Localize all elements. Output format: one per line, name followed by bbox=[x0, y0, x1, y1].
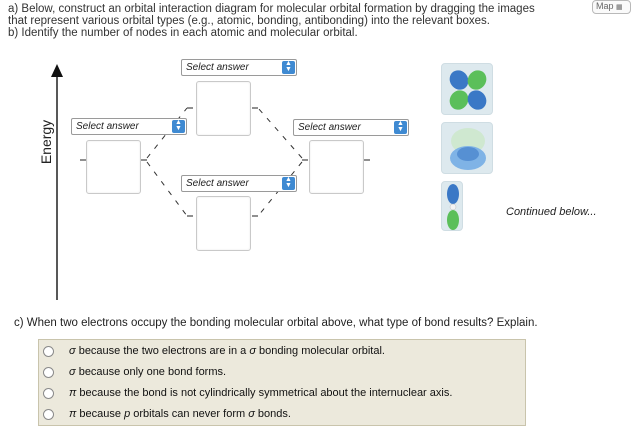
pi-symbol: π bbox=[69, 408, 77, 420]
select-top-center-text: Select answer bbox=[186, 62, 249, 73]
instruction-line-a2: that represent various orbital types (e.… bbox=[8, 15, 491, 27]
select-top-center[interactable]: Select answer ▲▼ bbox=[181, 59, 297, 76]
orbital-image-p-sigma-antibonding[interactable] bbox=[441, 181, 463, 231]
select-right-text: Select answer bbox=[298, 122, 361, 133]
p-symbol: p bbox=[124, 408, 131, 420]
map-button[interactable]: Map ▦ bbox=[592, 0, 631, 14]
p-orbital-lobes-icon bbox=[447, 184, 459, 230]
map-button-label: Map bbox=[596, 1, 614, 11]
orbital-image-sigma-bonding[interactable] bbox=[441, 122, 493, 174]
updown-arrows-icon: ▲▼ bbox=[282, 60, 295, 74]
select-left[interactable]: Select answer ▲▼ bbox=[71, 118, 187, 135]
instruction-line-a1: a) Below, construct an orbital interacti… bbox=[8, 3, 535, 15]
instructions: a) Below, construct an orbital interacti… bbox=[8, 3, 588, 39]
map-icon: ▦ bbox=[616, 4, 623, 11]
option-4-part: because bbox=[76, 408, 125, 420]
radio-option-2[interactable] bbox=[43, 367, 54, 378]
option-2-text[interactable]: σ because only one bond forms. bbox=[69, 364, 226, 380]
radio-option-1[interactable] bbox=[43, 346, 54, 357]
option-4-text[interactable]: π because p orbitals can never form σ bo… bbox=[69, 406, 291, 422]
option-4-part2: orbitals can never form bbox=[130, 408, 249, 420]
continued-below-text: Continued below... bbox=[506, 206, 597, 218]
sigma-symbol: σ bbox=[69, 345, 76, 357]
option-3-text[interactable]: π because the bond is not cylindrically … bbox=[69, 385, 452, 401]
energy-axis-arrow bbox=[51, 64, 63, 77]
updown-arrows-icon: ▲▼ bbox=[172, 119, 185, 133]
pi-antibonding-orbital-icon bbox=[449, 70, 487, 110]
radio-option-3[interactable] bbox=[43, 388, 54, 399]
updown-arrows-icon: ▲▼ bbox=[282, 176, 295, 190]
question-c-prompt: c) When two electrons occupy the bonding… bbox=[14, 317, 538, 329]
option-2-part: because only one bond forms. bbox=[75, 366, 227, 378]
diagram-lines bbox=[51, 64, 370, 300]
option-1-part2: bonding molecular orbital. bbox=[255, 345, 385, 357]
sigma-symbol: σ bbox=[69, 366, 76, 378]
pi-symbol: π bbox=[69, 387, 77, 399]
drop-box-left[interactable] bbox=[86, 140, 141, 194]
option-3-part: because the bond is not cylindrically sy… bbox=[76, 387, 453, 399]
energy-axis-label: Energy bbox=[38, 119, 55, 165]
option-4-part3: bonds. bbox=[254, 408, 291, 420]
select-bottom-center-text: Select answer bbox=[186, 178, 249, 189]
updown-arrows-icon: ▲▼ bbox=[394, 120, 407, 134]
sigma-symbol: σ bbox=[248, 408, 255, 420]
option-1-text[interactable]: σ because the two electrons are in a σ b… bbox=[69, 343, 385, 359]
orbital-image-p-pi-antibonding[interactable] bbox=[441, 63, 493, 115]
select-bottom-center[interactable]: Select answer ▲▼ bbox=[181, 175, 297, 192]
select-right[interactable]: Select answer ▲▼ bbox=[293, 119, 409, 136]
drop-box-bottom-center[interactable] bbox=[196, 196, 251, 251]
instruction-line-b: b) Identify the number of nodes in each … bbox=[8, 27, 358, 39]
radio-option-4[interactable] bbox=[43, 409, 54, 420]
drop-box-right[interactable] bbox=[309, 140, 364, 194]
answer-options-panel: σ because the two electrons are in a σ b… bbox=[38, 339, 526, 426]
option-1-part: because the two electrons are in a bbox=[75, 345, 250, 357]
sigma-bonding-orbital-icon bbox=[450, 128, 486, 170]
drop-box-top-center[interactable] bbox=[196, 81, 251, 136]
sigma-symbol: σ bbox=[249, 345, 256, 357]
select-left-text: Select answer bbox=[76, 121, 139, 132]
